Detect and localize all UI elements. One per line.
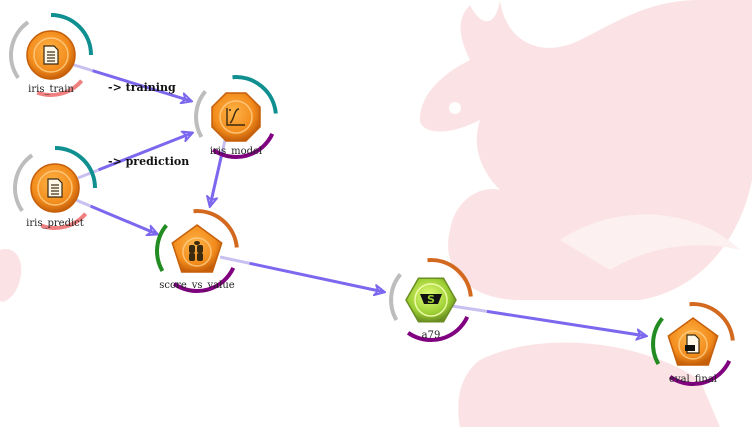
- status-ring: [13, 153, 34, 213]
- edges-layer: -> training -> prediction: [70, 62, 646, 336]
- status-ring: [54, 146, 97, 189]
- status-ring: [172, 267, 236, 294]
- document-icon: [47, 178, 63, 198]
- status-ring: [40, 212, 88, 230]
- status-ring: [406, 316, 470, 343]
- node-label: iris_predict: [26, 218, 84, 229]
- node-label: iris_model: [210, 146, 262, 157]
- status-ring: [427, 258, 473, 297]
- edge-iris_predict-to-iris_model[interactable]: -> prediction: [77, 133, 192, 180]
- script-s-icon: S: [420, 293, 442, 306]
- node-eval_final[interactable]: eval_final: [651, 302, 735, 387]
- node-label: a79: [422, 330, 441, 341]
- edge-label: -> training: [108, 81, 176, 94]
- svg-text:S: S: [427, 293, 435, 306]
- node-iris_predict[interactable]: iris_predict: [13, 146, 97, 230]
- status-ring: [193, 209, 239, 248]
- status-ring: [232, 75, 278, 114]
- document-icon: [43, 45, 59, 65]
- model-chart-icon: [226, 108, 245, 126]
- edge-iris_model-to-score_vs_value[interactable]: [210, 139, 227, 206]
- edge-label: -> prediction: [108, 155, 189, 168]
- edge-iris_train-to-iris_model[interactable]: -> training: [70, 62, 191, 101]
- node-label: eval_final: [669, 374, 717, 385]
- node-score_vs_value[interactable]: score_vs_value: [155, 209, 239, 294]
- node-label: iris_train: [28, 84, 74, 95]
- status-ring: [194, 90, 207, 138]
- node-label: score_vs_value: [159, 280, 234, 291]
- node-iris_model[interactable]: iris_model: [194, 75, 278, 160]
- status-ring: [389, 273, 402, 321]
- status-ring: [211, 133, 275, 160]
- status-ring: [155, 224, 168, 272]
- file-icon: [685, 334, 700, 354]
- nodes-layer: iris_train iris_predict iris_model score_vs…: [9, 13, 735, 387]
- node-shape: [211, 92, 261, 142]
- status-ring: [689, 302, 735, 341]
- database-stack-icon: [189, 241, 203, 261]
- status-ring: [50, 13, 93, 56]
- status-ring: [9, 20, 30, 80]
- node-iris_train[interactable]: iris_train: [9, 13, 93, 97]
- status-ring: [651, 317, 664, 365]
- status-ring: [668, 360, 732, 387]
- status-ring: [36, 79, 84, 97]
- edge-iris_predict-to-score_vs_value[interactable]: [75, 198, 157, 234]
- edge-score_vs_value-to-a79[interactable]: [219, 255, 384, 292]
- edge-a79-to-eval_final[interactable]: [451, 304, 646, 336]
